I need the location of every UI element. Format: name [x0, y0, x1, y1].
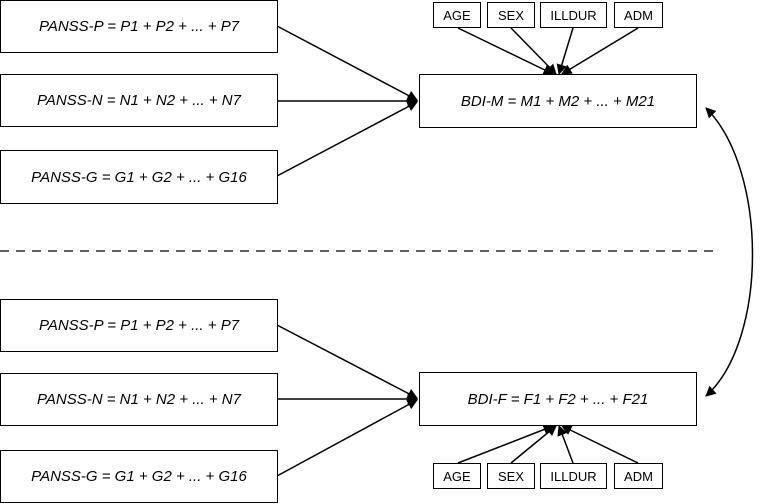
bdi-m-box: BDI-M = M1 + M2 + ... + M21	[419, 74, 697, 128]
correlation-arrow-bdi-m-bdi-f	[705, 107, 754, 397]
covariate-illdur-top: ILLDUR	[540, 2, 607, 28]
covariate-sex-bottom: SEX	[487, 463, 535, 489]
covariate-illdur-bottom: ILLDUR	[540, 463, 607, 489]
panss-p-box-bottom: PANSS-P = P1 + P2 + ... + P7	[0, 299, 278, 352]
arrow-sex-to-bdi-m	[510, 27, 557, 75]
covariate-sex-top: SEX	[487, 2, 535, 28]
arrow-sex-to-bdi-f	[510, 425, 557, 464]
arrow-adm-to-bdi-f	[561, 425, 639, 464]
covariate-adm-bottom: ADM	[614, 463, 663, 489]
covariate-adm-top: ADM	[614, 2, 663, 28]
arrow-age-to-bdi-m	[457, 27, 554, 75]
arrow-panss-p-to-bdi-f	[276, 324, 418, 399]
panss-g-box-top: PANSS-G = G1 + G2 + ... + G16	[0, 150, 278, 204]
panss-n-box-top: PANSS-N = N1 + N2 + ... + N7	[0, 74, 278, 127]
arrow-panss-g-to-bdi-m	[276, 101, 418, 177]
panss-g-box-bottom: PANSS-G = G1 + G2 + ... + G16	[0, 450, 278, 503]
arrow-illdur-to-bdi-m	[556, 27, 574, 76]
panss-p-box-top: PANSS-P = P1 + P2 + ... + P7	[0, 0, 278, 53]
arrow-panss-g-to-bdi-f	[276, 399, 418, 477]
arrow-illdur-to-bdi-f	[557, 425, 574, 464]
panss-n-box-bottom: PANSS-N = N1 + N2 + ... + N7	[0, 373, 278, 426]
arrow-age-to-bdi-f	[457, 424, 554, 464]
arrow-adm-to-bdi-m	[561, 27, 639, 75]
arrow-panss-p-to-bdi-m	[276, 25, 418, 101]
covariate-age-top: AGE	[433, 2, 481, 28]
bdi-f-box: BDI-F = F1 + F2 + ... + F21	[419, 372, 697, 426]
covariate-age-bottom: AGE	[433, 463, 481, 489]
